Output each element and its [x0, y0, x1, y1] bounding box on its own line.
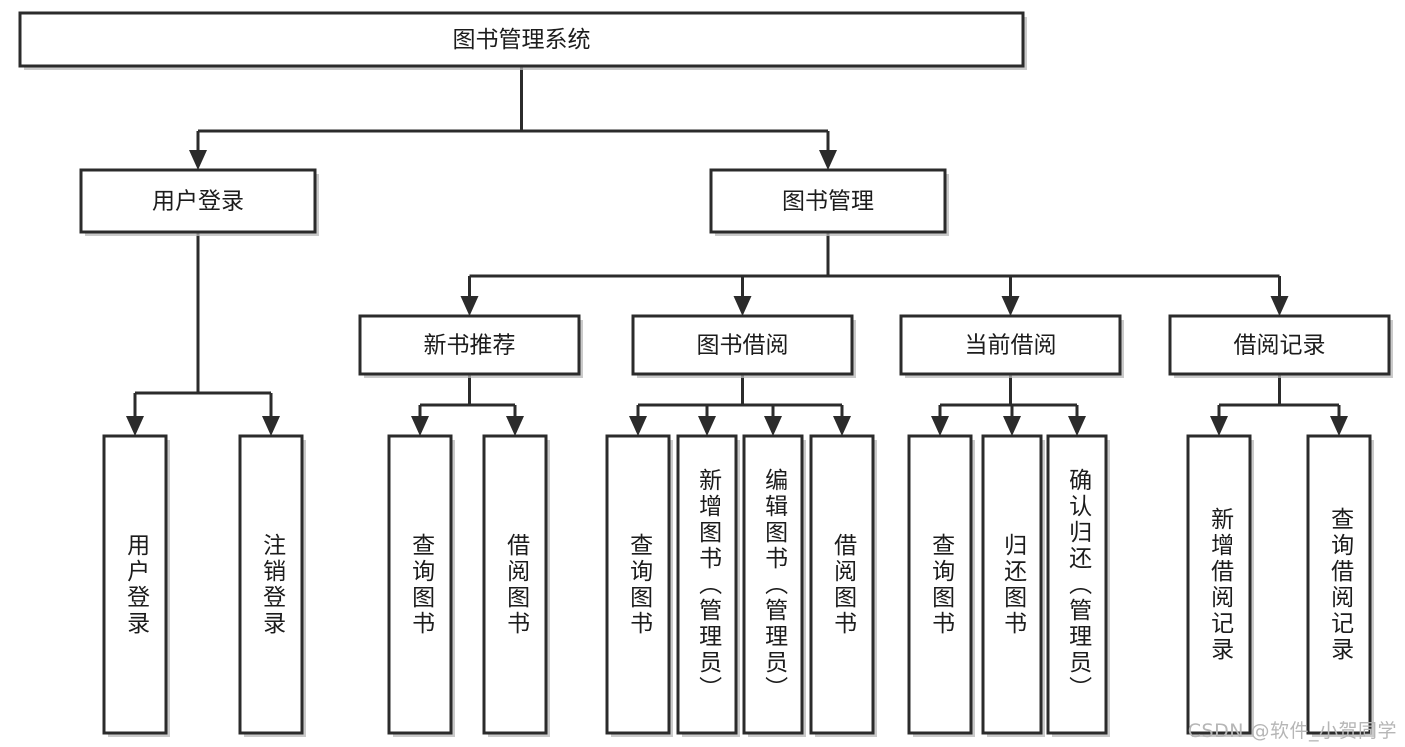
arrow-head-icon: [460, 296, 479, 316]
arrow-head-icon: [189, 150, 207, 170]
arrow-head-icon: [1270, 296, 1289, 316]
node-box-leaf-query-book-1[interactable]: [387, 434, 453, 735]
node-box-current-borrow[interactable]: [899, 314, 1122, 376]
node-box-leaf-return-book[interactable]: [981, 434, 1043, 735]
arrow-head-icon: [1001, 296, 1020, 316]
node-box-leaf-add-record[interactable]: [1186, 434, 1252, 735]
node-box-leaf-add-book[interactable]: [676, 434, 738, 735]
arrow-head-icon: [1210, 416, 1228, 436]
arrow-head-icon: [629, 416, 647, 436]
node-box-leaf-user-login[interactable]: [102, 434, 168, 735]
node-box-leaf-query-book-2[interactable]: [605, 434, 671, 735]
node-box-new-book-recommend[interactable]: [358, 314, 581, 376]
arrow-head-icon: [764, 416, 782, 436]
node-box-book-manage[interactable]: [709, 168, 947, 234]
watermark: CSDN @软件_小贺同学: [1187, 720, 1397, 742]
arrow-head-icon: [1068, 416, 1086, 436]
arrow-head-icon: [1003, 416, 1021, 436]
node-box-leaf-logout[interactable]: [238, 434, 304, 735]
node-label-user-login: 用户登录: [152, 189, 244, 215]
node-label-root: 图书管理系统: [453, 27, 591, 53]
node-label-book-manage: 图书管理: [782, 189, 874, 215]
arrow-head-icon: [698, 416, 716, 436]
arrow-head-icon: [262, 416, 280, 436]
arrow-head-icon: [931, 416, 949, 436]
node-box-leaf-confirm-return[interactable]: [1046, 434, 1108, 735]
node-label-book-borrow: 图书借阅: [697, 333, 789, 359]
connector-layer: [126, 66, 1348, 436]
arrow-head-icon: [1330, 416, 1348, 436]
arrow-head-icon: [833, 416, 851, 436]
node-label-current-borrow: 当前借阅: [965, 333, 1057, 359]
node-box-leaf-borrow-book-2[interactable]: [809, 434, 875, 735]
node-box-leaf-edit-book[interactable]: [742, 434, 804, 735]
node-box-root[interactable]: [18, 11, 1025, 68]
node-box-borrow-record[interactable]: [1168, 314, 1391, 376]
node-box-leaf-query-book-3[interactable]: [907, 434, 973, 735]
node-box-leaf-borrow-book-1[interactable]: [482, 434, 548, 735]
node-box-book-borrow[interactable]: [631, 314, 854, 376]
node-label-new-book-recommend: 新书推荐: [424, 333, 516, 359]
node-label-borrow-record: 借阅记录: [1234, 333, 1326, 359]
arrow-head-icon: [733, 296, 752, 316]
arrow-head-icon: [126, 416, 144, 436]
arrow-head-icon: [411, 416, 429, 436]
node-box-user-login[interactable]: [79, 168, 317, 234]
arrow-head-icon: [506, 416, 524, 436]
node-box-leaf-query-record[interactable]: [1306, 434, 1372, 735]
arrow-head-icon: [819, 150, 837, 170]
box-layer: [18, 11, 1391, 735]
